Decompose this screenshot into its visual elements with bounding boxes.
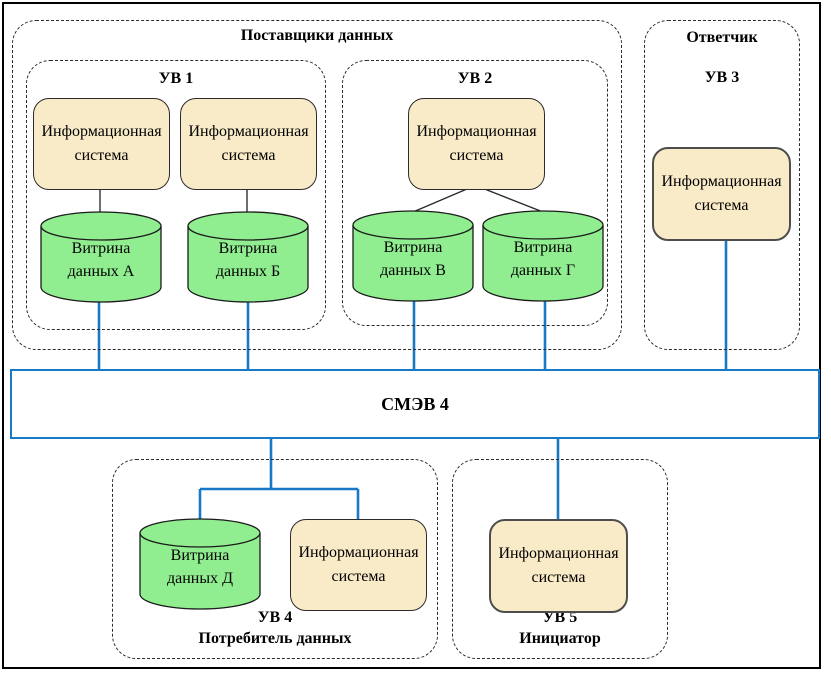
group-providers-title: Поставщики данных — [240, 27, 394, 44]
database-icon — [40, 211, 162, 303]
system-box-uv1-a: Информационная система — [33, 98, 170, 190]
group-providers: Поставщики данных — [12, 20, 622, 350]
system-box-uv1-b-label: Информационная система — [188, 123, 309, 164]
system-box-uv1-b: Информационная система — [180, 98, 317, 190]
system-box-uv4: Информационная система — [290, 519, 427, 611]
datamart-g: Витрина данных Г — [482, 210, 604, 302]
group-responder: Ответчик УВ 3 — [644, 20, 800, 350]
link-system-uv2-datamart-v — [412, 185, 475, 213]
datamart-v: Витрина данных В — [352, 210, 474, 302]
system-box-uv2-label: Информационная система — [416, 123, 537, 164]
system-box-uv2: Информационная система — [408, 98, 545, 190]
group-uv4-title: УВ 4 — [257, 608, 293, 626]
database-icon — [482, 210, 604, 302]
group-uv1-title: УВ 1 — [158, 70, 194, 87]
smev-bus-label: СМЭВ 4 — [381, 393, 449, 414]
datamart-g-label: Витрина данных Г — [510, 239, 576, 280]
datamart-b-label: Витрина данных Б — [215, 240, 281, 281]
datamart-a-label: Витрина данных А — [67, 240, 135, 281]
group-responder-title: Ответчик — [686, 29, 758, 46]
group-uv3-title: УВ 3 — [704, 69, 740, 86]
datamart-a: Витрина данных А — [40, 211, 162, 303]
system-box-uv1-a-label: Информационная система — [41, 123, 162, 164]
database-icon — [352, 210, 474, 302]
group-uv5-title: УВ 5 — [542, 608, 578, 626]
datamart-d-label: Витрина данных Д — [166, 547, 234, 588]
group-uv5-labels: УВ 5 Инициатор — [453, 607, 667, 650]
link-system-uv2-datamart-g — [476, 185, 544, 213]
group-uv2-title: УВ 2 — [457, 70, 493, 87]
group-uv2: УВ 2 — [342, 60, 608, 326]
group-uv4: УВ 4 Потребитель данных — [112, 459, 438, 659]
group-uv1: УВ 1 — [26, 60, 326, 330]
database-icon — [187, 211, 309, 303]
outer-frame — [2, 2, 821, 669]
datamart-b: Витрина данных Б — [187, 211, 309, 303]
system-box-uv5: Информационная система — [489, 519, 628, 613]
system-box-uv3-label: Информационная система — [661, 173, 782, 214]
system-box-uv4-label: Информационная система — [298, 544, 419, 585]
system-box-uv3: Информационная система — [652, 147, 791, 241]
smev-bus: СМЭВ 4 — [10, 369, 820, 439]
datamart-d: Витрина данных Д — [139, 518, 261, 610]
group-uv5-role: Инициатор — [519, 630, 601, 648]
database-icon — [139, 518, 261, 610]
system-box-uv5-label: Информационная система — [498, 545, 619, 586]
datamart-v-label: Витрина данных В — [380, 239, 446, 280]
connector-bus-uv4-branch — [198, 433, 360, 521]
group-uv5: УВ 5 Инициатор — [452, 459, 668, 659]
group-uv4-labels: УВ 4 Потребитель данных — [113, 607, 437, 650]
group-uv4-role: Потребитель данных — [198, 630, 352, 648]
